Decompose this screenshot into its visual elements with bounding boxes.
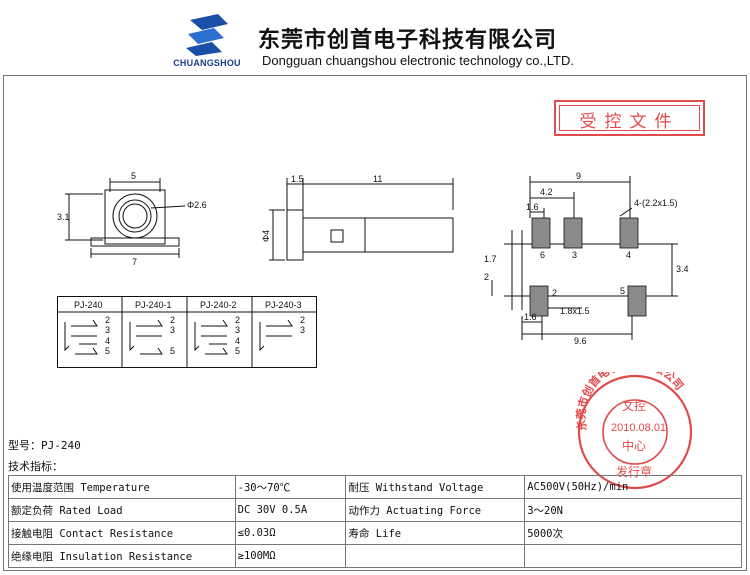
dim-side-length: 11 <box>373 174 382 184</box>
table-row: 额定负荷 Rated Load DC 30V 0.5A 动作力 Actuatin… <box>8 498 742 522</box>
company-name-en: Dongguan chuangshou electronic technolog… <box>262 53 574 68</box>
pin-num: 2 <box>300 315 305 325</box>
variant-schematic-table: PJ-240 PJ-240-1 PJ-240-2 PJ-240-3 2 3 4 … <box>57 296 317 368</box>
spec-key: 额定负荷 Rated Load <box>8 498 236 522</box>
front-view-drawing: 5 3.1 7 Φ2.6 <box>57 171 207 267</box>
side-view-drawing: 1.5 11 Φ4 <box>261 174 454 261</box>
spec-value: ≤0.03Ω <box>234 521 347 545</box>
dim-fp-total: 9 <box>576 171 581 181</box>
spec-key <box>345 544 526 568</box>
pin-num: 5 <box>105 346 110 356</box>
dim-fp-17: 1.7 <box>484 254 497 264</box>
variant-header-pj240: PJ-240 <box>74 300 103 310</box>
pin-label-4: 4 <box>626 250 631 260</box>
pin-num: 2 <box>105 315 110 325</box>
pin-num: 5 <box>170 346 175 356</box>
pin-num: 4 <box>105 336 110 346</box>
variant-header-pj240-2: PJ-240-2 <box>200 300 237 310</box>
table-row: 使用温度范围 Temperature -30～70℃ 耐压 Withstand … <box>8 475 742 499</box>
dim-front-hole: Φ2.6 <box>187 200 207 210</box>
pcb-footprint-drawing: 9 4.2 1.6 4-(2.2x1.5) 1.7 2 3.4 1.6 1.8x… <box>484 171 689 346</box>
variant-header-pj240-3: PJ-240-3 <box>265 300 302 310</box>
pin-label-5: 5 <box>620 286 625 296</box>
dim-front-width: 5 <box>131 171 136 181</box>
controlled-document-stamp: 受控文件 <box>554 100 705 136</box>
dim-front-height: 3.1 <box>57 212 70 222</box>
pin-num: 5 <box>235 346 240 356</box>
spec-key: 耐压 Withstand Voltage <box>345 475 526 499</box>
dim-fp-16-bot: 1.6 <box>524 312 537 322</box>
spec-value: 5000次 <box>524 521 742 545</box>
pin-num: 4 <box>235 336 240 346</box>
dim-fp-96: 9.6 <box>574 336 587 346</box>
dim-fp-34: 3.4 <box>676 264 689 274</box>
spec-value <box>524 544 742 568</box>
company-name-cn: 东莞市创首电子科技有限公司 <box>258 28 558 53</box>
pin-num: 3 <box>105 325 110 335</box>
variant-header-pj240-1: PJ-240-1 <box>135 300 172 310</box>
dim-front-base: 7 <box>132 257 137 267</box>
dim-fp-2: 2 <box>484 272 489 282</box>
spec-value: AC500V(50Hz)/min <box>524 475 742 499</box>
logo-text: CHUANGSHOU <box>173 58 241 68</box>
spec-value: DC 30V 0.5A <box>234 498 347 522</box>
pad-6 <box>531 217 551 249</box>
dim-fp-42: 4.2 <box>540 187 553 197</box>
spec-table: 使用温度范围 Temperature -30～70℃ 耐压 Withstand … <box>8 475 742 568</box>
dim-side-head: 1.5 <box>291 174 304 184</box>
pin-num: 2 <box>170 315 175 325</box>
pin-num: 3 <box>170 325 175 335</box>
company-seal: 东莞市创首电子科技有限公司 文控 2010.08.01 中心 发行章 <box>574 372 693 490</box>
seal-date: 2010.08.01 <box>611 422 666 434</box>
spec-key: 接触电阻 Contact Resistance <box>8 521 236 545</box>
pad-4 <box>619 217 639 249</box>
table-row: 接触电阻 Contact Resistance ≤0.03Ω 寿命 Life 5… <box>8 521 742 545</box>
spec-key: 寿命 Life <box>345 521 526 545</box>
pin-num: 3 <box>235 325 240 335</box>
pad-3 <box>563 217 583 249</box>
spec-key: 动作力 Actuating Force <box>345 498 526 522</box>
spec-value: ≥100MΩ <box>234 544 347 568</box>
dim-fp-slot: 1.8x1.5 <box>560 306 590 316</box>
pin-label-3: 3 <box>572 250 577 260</box>
seal-line1: 文控 <box>622 398 646 413</box>
spec-key: 绝缘电阻 Insulation Resistance <box>8 544 236 568</box>
company-logo <box>186 14 228 56</box>
dim-side-dia: Φ4 <box>261 230 271 242</box>
table-row: 绝缘电阻 Insulation Resistance ≥100MΩ <box>8 544 742 568</box>
dim-fp-16-top: 1.6 <box>526 202 539 212</box>
spec-title: 技术指标： <box>8 460 63 473</box>
pad-5 <box>627 285 647 317</box>
dim-fp-pad: 4-(2.2x1.5) <box>634 198 678 208</box>
pin-num: 3 <box>300 325 305 335</box>
model-label: 型号：PJ-240 <box>8 439 81 452</box>
drawing-frame <box>3 75 747 571</box>
pad-2 <box>529 285 549 317</box>
pin-label-2: 2 <box>552 288 557 298</box>
spec-value: -30～70℃ <box>234 475 347 499</box>
seal-line3: 中心 <box>622 438 646 453</box>
controlled-document-text: 受控文件 <box>579 112 680 132</box>
pin-label-6: 6 <box>540 250 545 260</box>
spec-value: 3～20N <box>524 498 742 522</box>
pin-num: 2 <box>235 315 240 325</box>
spec-key: 使用温度范围 Temperature <box>8 475 236 499</box>
